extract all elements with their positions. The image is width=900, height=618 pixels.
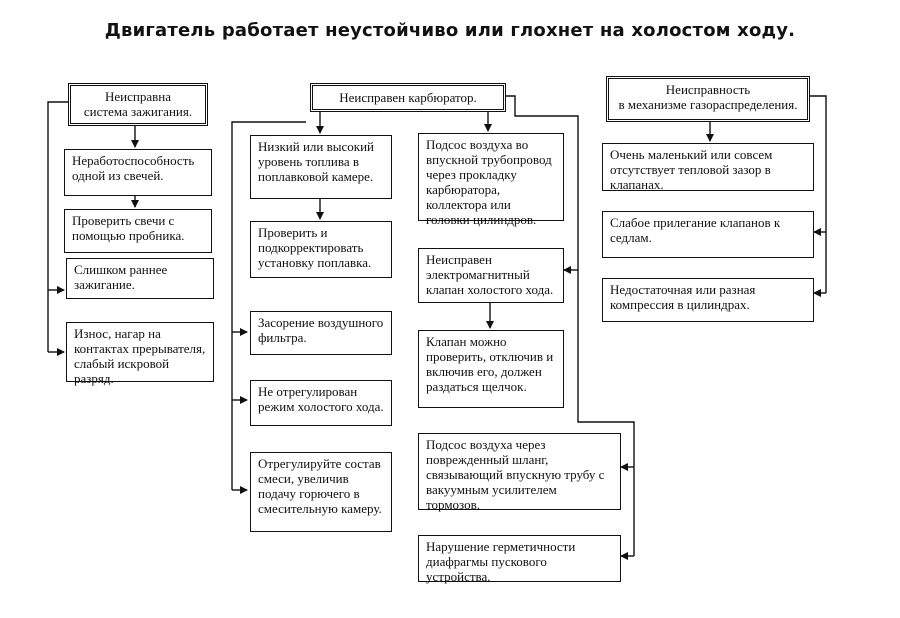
carb-left-item-2: Проверить и подкорректировать установку …: [250, 221, 392, 278]
carburetor-header: Неисправен карбюратор.: [310, 83, 506, 112]
carb-left-item-3: Засорение воздушного фильтра.: [250, 311, 392, 355]
carb-right-item-4: Подсос воздуха через поврежденный шланг,…: [418, 433, 621, 512]
valve-header-line-2: в механизме газораспределения.: [618, 97, 798, 112]
ignition-item-1: Неработоспособность одной из свечей.: [64, 149, 212, 196]
valve-item-3: Недостаточная или разная компрессия в ци…: [602, 278, 814, 322]
valve-item-1: Очень маленький или совсем отсутствует т…: [602, 143, 814, 192]
carb-right-item-5: Нарушение герметичности диафрагмы пусков…: [418, 535, 621, 584]
carb-right-item-1: Подсос воздуха во впускной трубопровод ч…: [418, 133, 564, 227]
ignition-header-line-1: Неисправна: [105, 89, 171, 104]
valve-item-2: Слабое прилегание клапанов к седлам.: [602, 211, 814, 258]
ignition-bus-line: [47, 101, 68, 352]
carb-left-item-1: Низкий или высокий уровень топлива в поп…: [250, 135, 392, 199]
carb-left-item-4: Не отрегулирован режим холостого хода.: [250, 380, 392, 426]
valve-header-line-1: Неисправность: [665, 82, 751, 97]
carb-right-bus-line: [506, 95, 635, 556]
ignition-header-line-2: система зажигания.: [83, 104, 193, 119]
ignition-item-2: Проверить свечи с помощью пробника.: [64, 209, 212, 253]
ignition-item-4: Износ, нагар на контактах прерывателя, с…: [66, 322, 214, 386]
ignition-header: Неисправна система зажигания.: [68, 83, 208, 126]
page-title: Двигатель работает неустойчиво или глохн…: [104, 20, 796, 41]
carb-left-item-5: Отрегулируйте состав смеси, увеличив под…: [250, 452, 392, 532]
ignition-item-3: Слишком раннее зажигание.: [66, 258, 214, 299]
valve-header: Неисправность в механизме газораспределе…: [606, 76, 810, 122]
carb-right-item-2: Неисправен электромагнитный клапан холос…: [418, 248, 564, 303]
carb-left-bus-line: [231, 121, 306, 490]
carb-right-item-3: Клапан можно проверить, отключив и включ…: [418, 330, 564, 408]
valve-bus-line: [810, 95, 827, 293]
